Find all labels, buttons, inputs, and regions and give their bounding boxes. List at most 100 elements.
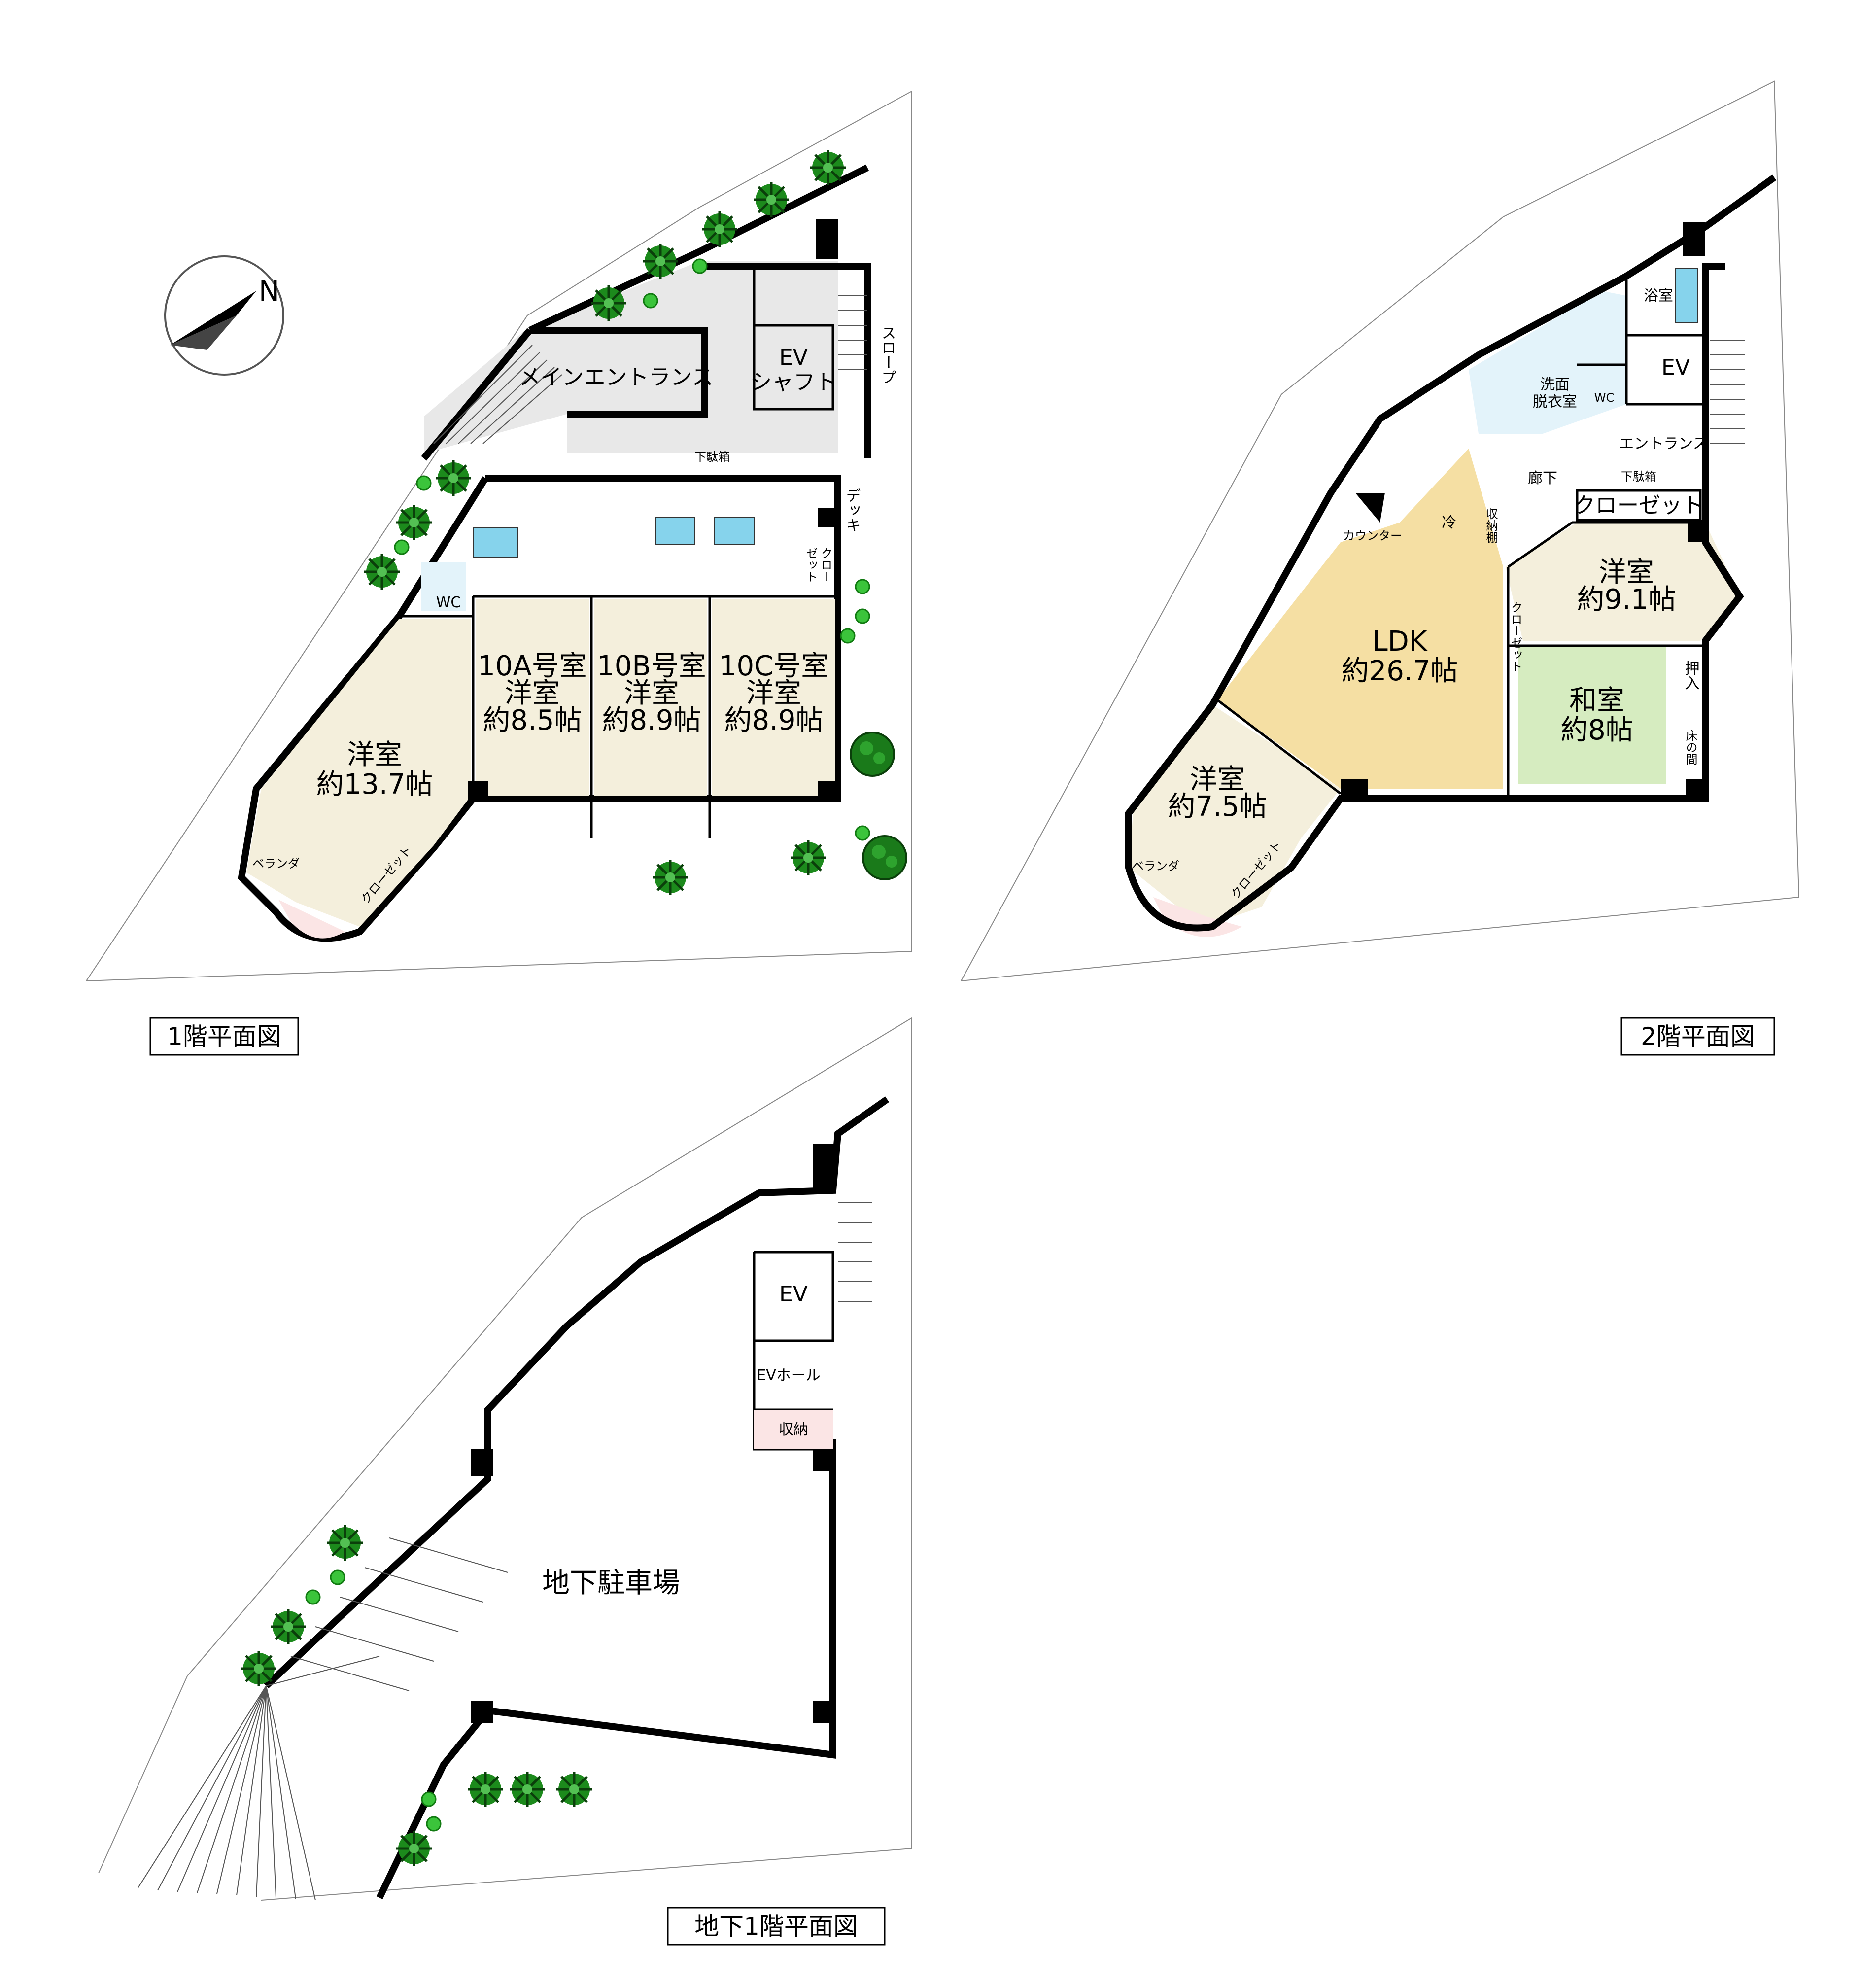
ldk-label-1: LDK bbox=[1372, 626, 1427, 658]
shrub-icon bbox=[421, 1791, 437, 1807]
tree-icon bbox=[791, 840, 826, 875]
room-right-floor bbox=[1506, 523, 1740, 641]
room-large-label-1: 洋室 bbox=[347, 739, 402, 771]
floor-2-title-box bbox=[1620, 1017, 1775, 1056]
ldk-floor bbox=[1217, 449, 1503, 789]
pillar bbox=[1683, 222, 1705, 256]
tree-icon bbox=[653, 860, 688, 895]
tree-icon bbox=[327, 1525, 363, 1561]
storage-label-b1: 収納 bbox=[779, 1421, 808, 1438]
pillar bbox=[818, 508, 838, 527]
floor-2-outer-wall bbox=[1125, 174, 1777, 932]
pillar bbox=[471, 1449, 493, 1476]
pillar bbox=[468, 781, 488, 801]
wash-label-1: 洗面 bbox=[1540, 376, 1570, 393]
entrance-label-2f: エントランス bbox=[1619, 435, 1707, 453]
slope-label: スロープ bbox=[879, 325, 896, 384]
room-10b-label-1: 10B号室 bbox=[597, 650, 706, 682]
wc-floor bbox=[421, 562, 466, 611]
room-10b-label-3: 約8.9帖 bbox=[602, 704, 701, 736]
wc-label-2f: WC bbox=[1594, 391, 1615, 405]
room-right-label-1: 洋室 bbox=[1599, 557, 1654, 589]
parking-label: 地下駐車場 bbox=[542, 1567, 680, 1599]
wash-label-2: 脱衣室 bbox=[1533, 393, 1577, 411]
room-left-label-1: 洋室 bbox=[1190, 764, 1245, 796]
storage-floor bbox=[754, 1410, 833, 1449]
ev-shaft-label-2: シャフト bbox=[750, 370, 837, 395]
main-entrance-label: メインエントランス bbox=[518, 365, 713, 390]
veranda-label: ベランダ bbox=[252, 857, 300, 871]
site-boundary bbox=[961, 80, 1800, 981]
ldk-label-2: 約26.7帖 bbox=[1342, 655, 1458, 687]
room-10c-floor bbox=[712, 599, 835, 796]
oshiire-label: 押入 bbox=[1682, 661, 1699, 690]
common-area bbox=[424, 261, 838, 453]
room-10c-label-2: 洋室 bbox=[746, 677, 801, 709]
compass-icon: N bbox=[164, 255, 284, 376]
bathtub-10c bbox=[714, 517, 755, 545]
floor-2-stairs bbox=[1710, 340, 1745, 444]
closet-side-label: クローゼット bbox=[1509, 601, 1522, 672]
tree-icon bbox=[396, 1831, 432, 1866]
tree-icon bbox=[241, 1651, 276, 1686]
tree-icon bbox=[271, 1609, 306, 1644]
storage-label-2f: 収納棚 bbox=[1484, 508, 1498, 543]
closet-small-label-1: クロー bbox=[819, 547, 832, 583]
wash-floor bbox=[1469, 291, 1626, 434]
washitsu-label-2: 約8帖 bbox=[1560, 714, 1633, 746]
floor-2-title: 2階平面図 bbox=[1641, 1022, 1755, 1051]
floor-1-outer-wall bbox=[421, 164, 871, 461]
big-tree-icon bbox=[850, 732, 895, 777]
floor-1-title-box bbox=[149, 1017, 299, 1056]
room-left-label-2: 約7.5帖 bbox=[1168, 791, 1267, 823]
wc-label: WC bbox=[436, 594, 461, 611]
room-left-floor bbox=[1129, 705, 1341, 927]
room-10a-label-2: 洋室 bbox=[505, 677, 560, 709]
bathtub-10b bbox=[655, 517, 695, 545]
basement-plan: EV EVホール 収納 地下駐車場 地下1階平面図 bbox=[98, 1017, 912, 1946]
shoe-box-label-2f: 下駄箱 bbox=[1621, 470, 1656, 484]
veranda-label-2f: ベランダ bbox=[1132, 859, 1179, 873]
room-right-label-2: 約9.1帖 bbox=[1577, 584, 1676, 616]
shrub-icon bbox=[416, 475, 432, 491]
shrub-icon bbox=[643, 293, 658, 309]
big-tree-icon bbox=[862, 835, 907, 880]
room-10a-label-3: 約8.5帖 bbox=[482, 704, 582, 736]
hall-label: 廊下 bbox=[1528, 470, 1557, 487]
fridge-label: 冷 bbox=[1442, 514, 1456, 531]
room-10c-label-3: 約8.9帖 bbox=[724, 704, 823, 736]
floor-2-interior-walls bbox=[1216, 276, 1705, 799]
entrance-stairs bbox=[433, 295, 867, 444]
shrub-icon bbox=[305, 1589, 321, 1605]
tree-icon bbox=[510, 1772, 545, 1807]
shrub-icon bbox=[394, 539, 410, 555]
closet-small-label-2: ゼット bbox=[804, 547, 818, 583]
tree-icon bbox=[591, 285, 626, 321]
washitsu-label-1: 和室 bbox=[1569, 685, 1624, 717]
pillar bbox=[1341, 779, 1368, 801]
closet-top-box bbox=[1576, 489, 1702, 522]
basement-title: 地下1階平面図 bbox=[694, 1912, 858, 1941]
deck-label: デッキ bbox=[843, 488, 861, 532]
shrub-icon bbox=[330, 1569, 345, 1585]
bath-label: 浴室 bbox=[1644, 287, 1673, 305]
basement-stairs bbox=[138, 1202, 872, 1901]
room-10a-floor bbox=[476, 599, 589, 796]
shrub-icon bbox=[855, 608, 870, 624]
shrub-icon bbox=[426, 1816, 442, 1832]
pillar bbox=[818, 781, 838, 801]
bathtub-2f bbox=[1675, 268, 1698, 323]
shoe-box-label: 下駄箱 bbox=[694, 450, 730, 464]
pillar bbox=[813, 1701, 835, 1723]
room-10b-label-2: 洋室 bbox=[624, 677, 679, 709]
site-boundary bbox=[98, 1017, 912, 1901]
tree-icon bbox=[556, 1772, 592, 1807]
pillar bbox=[813, 1144, 835, 1190]
shrub-icon bbox=[692, 258, 708, 274]
pillar bbox=[471, 1701, 493, 1723]
ev-hall-label: EVホール bbox=[757, 1367, 820, 1384]
pillar bbox=[1688, 520, 1705, 542]
tree-icon bbox=[396, 505, 432, 540]
tree-icon bbox=[643, 244, 678, 279]
